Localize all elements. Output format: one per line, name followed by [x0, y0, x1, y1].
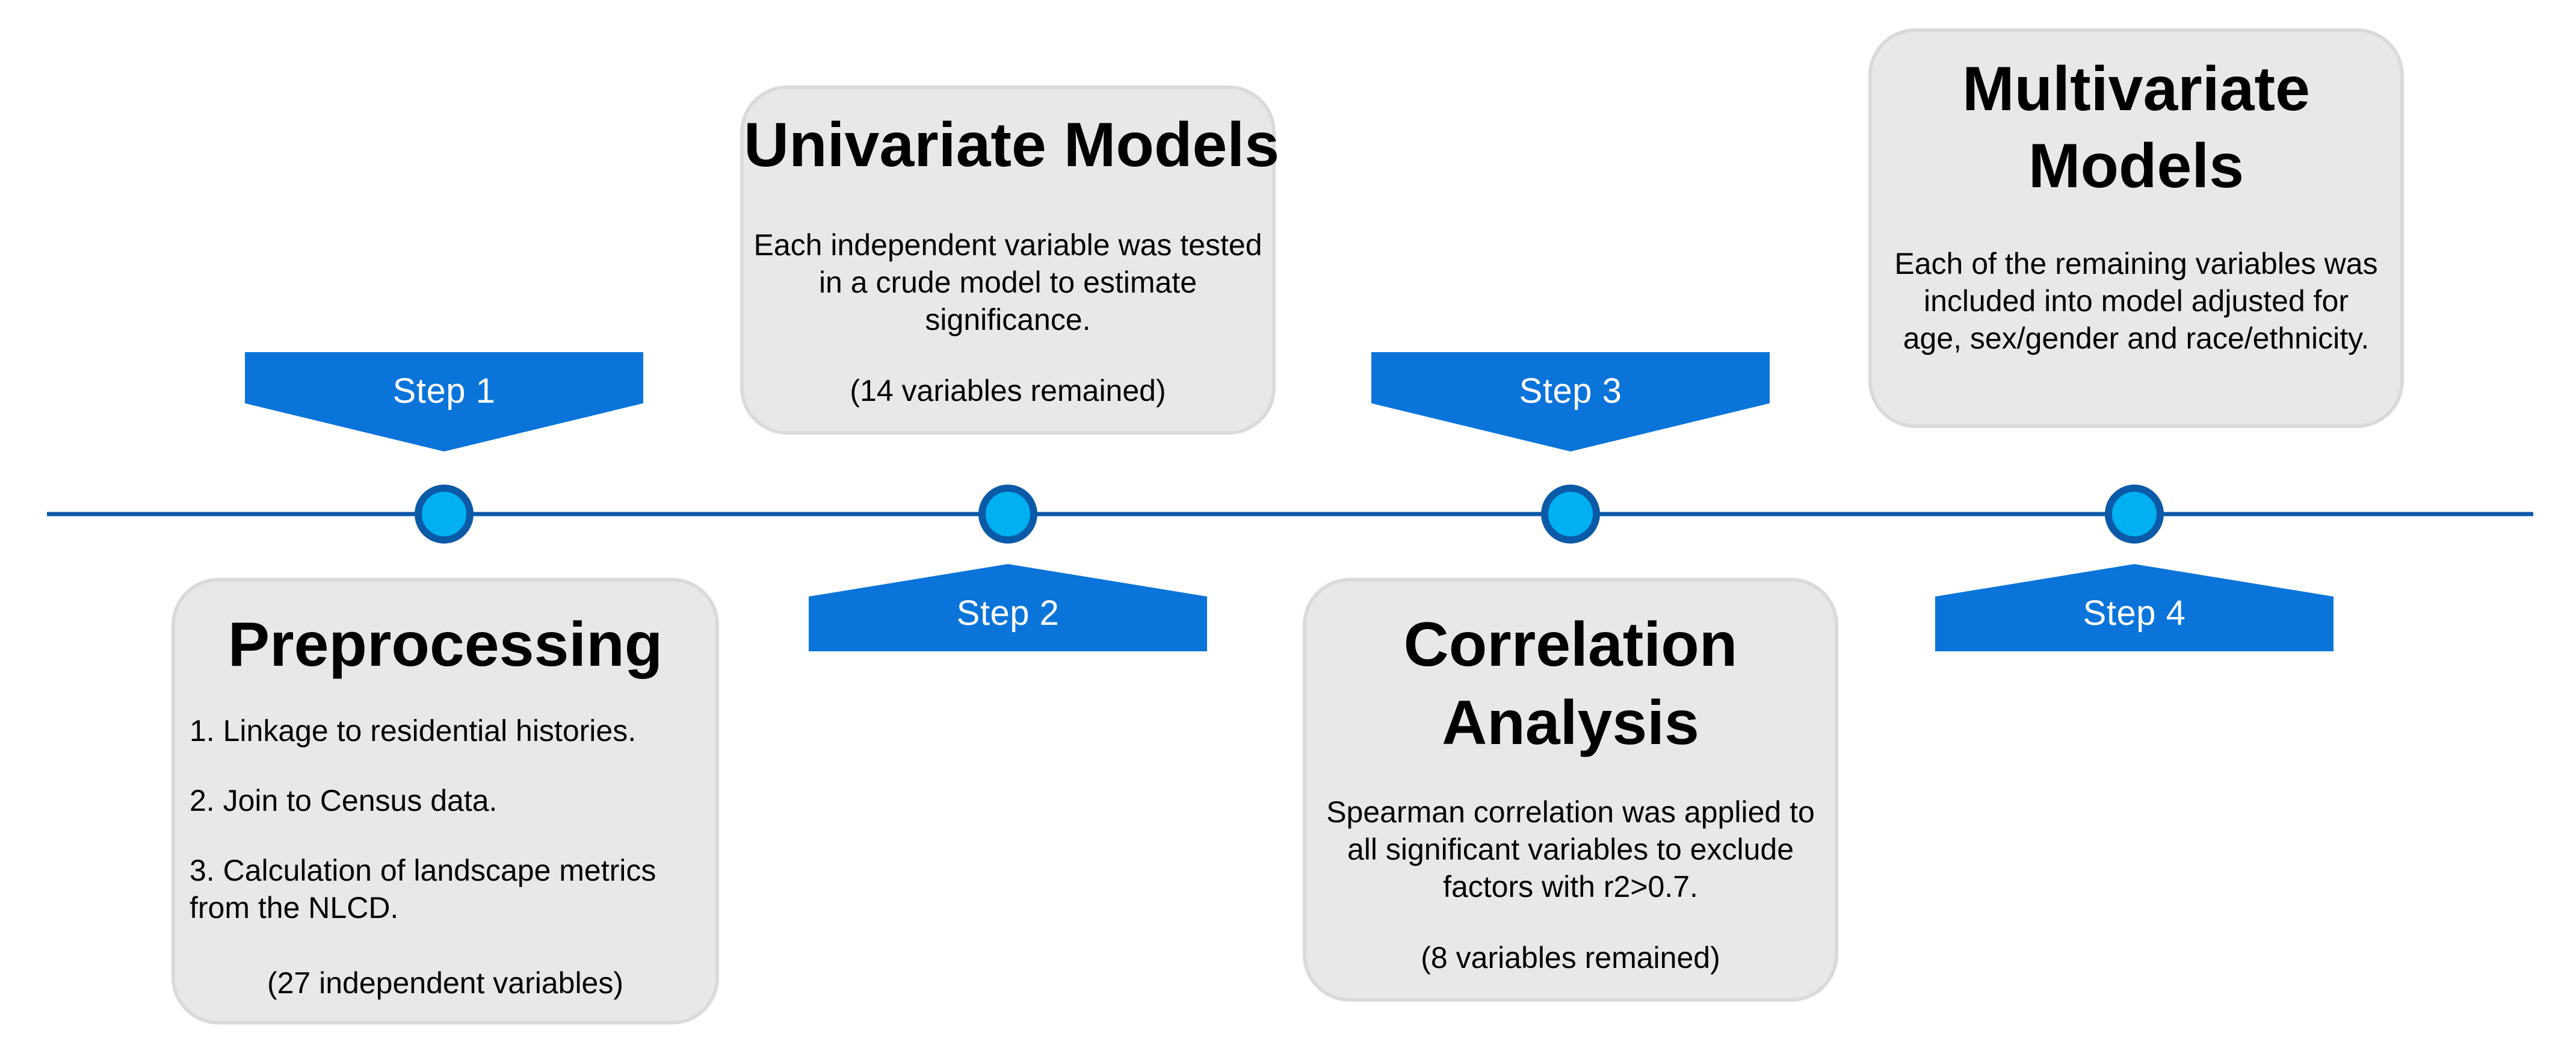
preprocessing-item-1: 1. Linkage to residential histories. [190, 714, 637, 748]
correlation-title-line2: Analysis [1442, 688, 1699, 758]
step-1-label: Step 1 [392, 371, 496, 411]
correlation-text: Spearman correlation was applied to all … [1326, 795, 1815, 904]
multivariate-title-line1: Multivariate [1962, 54, 2310, 124]
preprocessing-item-2: 2. Join to Census data. [190, 784, 498, 817]
step-1-tag [245, 352, 643, 451]
multivariate-text: Each of the remaining variables was incl… [1894, 247, 2378, 355]
univariate-note: (14 variables remained) [850, 374, 1166, 408]
correlation-card: Correlation Analysis Spearman correlatio… [1303, 578, 1838, 1002]
step-2-tag [809, 564, 1207, 651]
correlation-note: (8 variables remained) [1421, 941, 1720, 975]
univariate-text: Each independent variable was tested in … [753, 228, 1262, 336]
preprocessing-item-3: 3. Calculation of landscape metrics from… [190, 854, 656, 925]
step-2-node [978, 485, 1037, 544]
correlation-title-line1: Correlation [1403, 610, 1738, 680]
preprocessing-card: Preprocessing 1. Linkage to residential … [171, 578, 719, 1025]
step-3-node [1541, 485, 1600, 544]
step-4-tag [1935, 564, 2334, 651]
preprocessing-note: (27 independent variables) [267, 966, 624, 1000]
preprocessing-title: Preprocessing [227, 610, 663, 680]
univariate-title: Univariate Models [744, 110, 1280, 180]
step-3-label: Step 3 [1519, 371, 1622, 411]
step-4-node [2105, 485, 2164, 544]
step-2-label: Step 2 [956, 594, 1060, 633]
univariate-card: Univariate Models Each independent varia… [740, 85, 1280, 435]
step-3-tag [1371, 352, 1770, 451]
multivariate-card: Multivariate Models Each of the remainin… [1868, 28, 2404, 428]
step-1-node [415, 485, 474, 544]
step-4-label: Step 4 [2083, 594, 2186, 633]
multivariate-title-line2: Models [2028, 131, 2244, 201]
